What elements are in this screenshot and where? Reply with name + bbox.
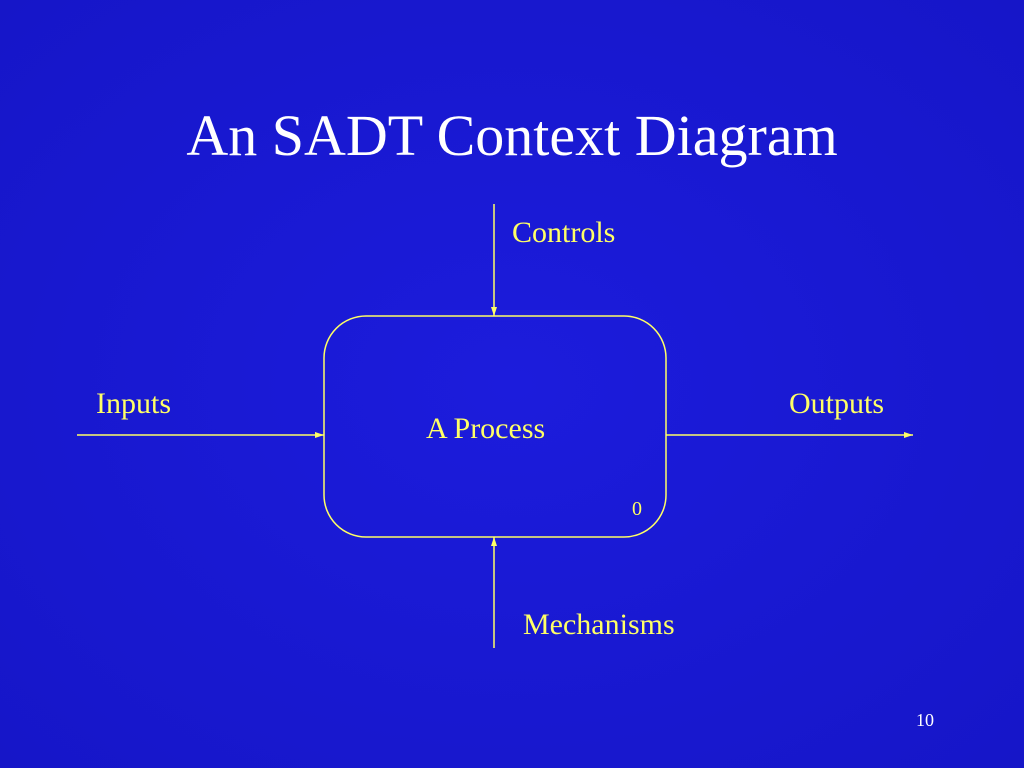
controls-label: Controls	[512, 216, 616, 249]
process-label: A Process	[426, 412, 546, 445]
mechanisms-label: Mechanisms	[523, 608, 675, 641]
slide-title: An SADT Context Diagram	[186, 103, 838, 168]
process-node-number: 0	[632, 498, 642, 520]
slide-number: 10	[916, 710, 934, 730]
outputs-label: Outputs	[789, 387, 885, 420]
inputs-label: Inputs	[96, 387, 171, 420]
